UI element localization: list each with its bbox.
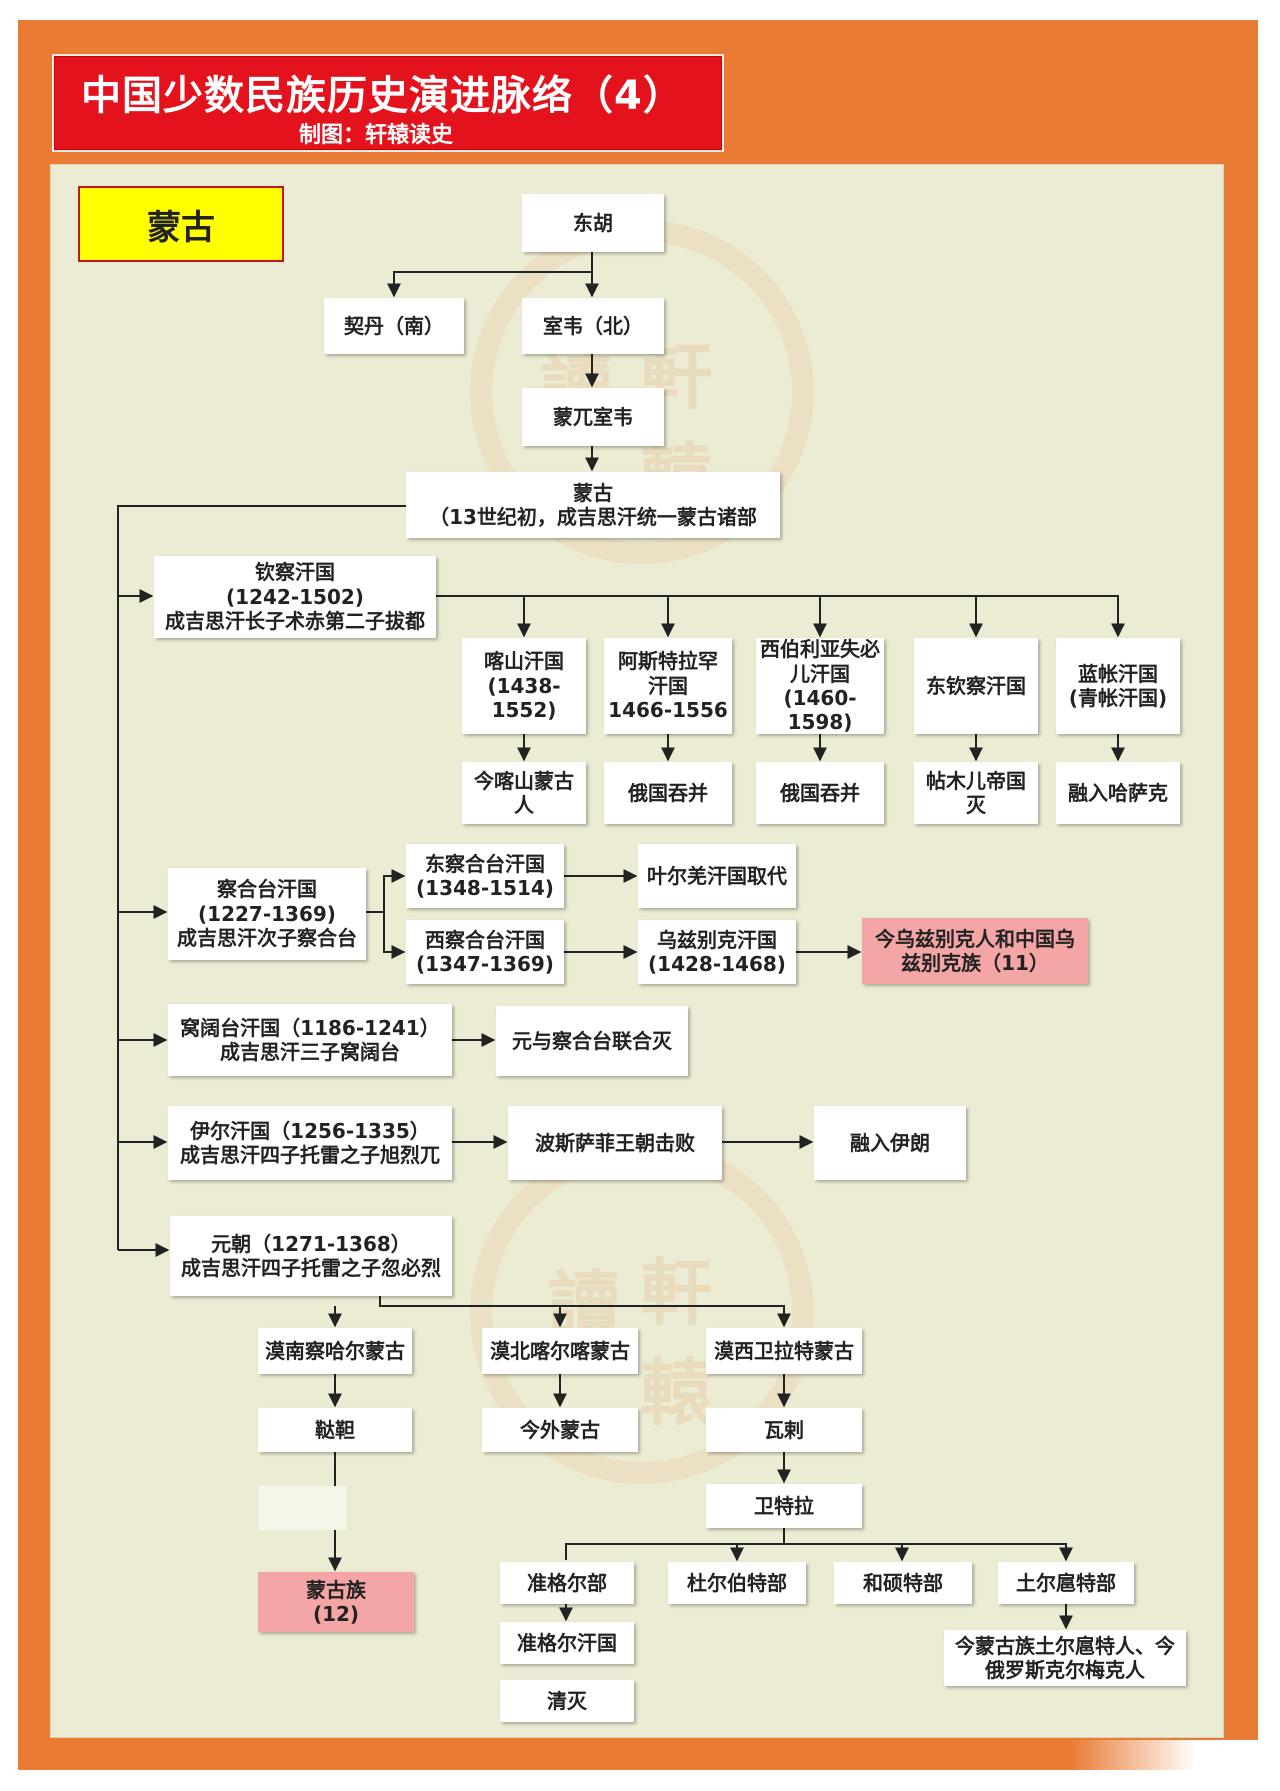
node-menggu: 蒙古 （13世纪初，成吉思汗统一蒙古诸部 [406,472,780,538]
node-yarkand-replaced: 叶尔羌汗国取代 [638,844,796,908]
node-qincha-khanate: 钦察汗国 (1242-1502) 成吉思汗长子术赤第二子拔都 [154,556,436,638]
node-merged-kazakh: 融入哈萨克 [1056,762,1180,824]
node-today-torghut-kalmyk: 今蒙古族土尔扈特人、今 俄罗斯克尔梅克人 [944,1630,1186,1686]
page-title: 中国少数民族历史演进脉络（4） [81,73,684,119]
node-qidan: 契丹（南） [324,298,464,354]
node-khoshut-tribe: 和硕特部 [834,1562,972,1604]
node-yuan-dynasty: 元朝（1271-1368） 成吉思汗四子托雷之子忽必烈 [170,1216,452,1296]
node-mengwu-shiwei: 蒙兀室韦 [522,388,664,446]
node-today-uzbek: 今乌兹别克人和中国乌 兹别克族（11） [862,918,1088,984]
node-chagatai-khanate: 察合台汗国 (1227-1369) 成吉思汗次子察合台 [168,868,366,960]
node-weila: 卫特拉 [706,1484,862,1528]
node-russia-annexed-1: 俄国吞并 [604,762,732,824]
node-shiwei: 室韦（北） [522,298,664,354]
node-wala: 瓦剌 [706,1408,862,1452]
node-oirat-mongols: 漠西卫拉特蒙古 [706,1328,862,1374]
node-kashan-khanate: 喀山汗国 (1438-1552) [462,638,586,734]
node-torghut-tribe: 土尔扈特部 [998,1562,1134,1604]
node-mongol-ethnic-group: 蒙古族 (12) [258,1572,414,1632]
node-ogedei-khanate: 窝阔台汗国（1186-1241） 成吉思汗三子窝阔台 [168,1004,452,1076]
watermark-char: 轅 [640,1350,713,1435]
node-russia-annexed-2: 俄国吞并 [756,762,884,824]
title-bar: 中国少数民族历史演进脉络（4） 制图：轩辕读史 [54,56,722,150]
node-yuan-chagatai-destroyed: 元与察合台联合灭 [496,1006,688,1076]
node-blank [258,1486,346,1530]
node-ilkhanate: 伊尔汗国（1256-1335） 成吉思汗四子托雷之子旭烈兀 [168,1106,452,1180]
author-credit: 制图：轩辕读史 [299,123,454,148]
node-today-kazan-mongols: 今喀山蒙古 人 [462,762,586,824]
node-donghu: 东胡 [522,194,664,252]
node-safavid-defeated: 波斯萨菲王朝击败 [508,1106,722,1180]
node-today-outer-mongolia: 今外蒙古 [482,1408,638,1452]
node-astrakhan-khanate: 阿斯特拉罕 汗国 1466-1556 [604,638,732,734]
node-dzungar-tribe: 准格尔部 [500,1562,634,1604]
node-merged-iran: 融入伊朗 [814,1106,966,1180]
watermark-char: 軒 [640,1250,713,1335]
node-tatar: 鞑靼 [258,1408,412,1452]
node-dorbet-tribe: 杜尔伯特部 [668,1562,806,1604]
node-siberia-khanate: 西伯利亚失必 儿汗国 (1460-1598) [756,637,884,734]
node-timurid-destroyed: 帖木儿帝国 灭 [914,762,1038,824]
bottom-right-fade [1070,1740,1280,1791]
node-blue-horde: 蓝帐汗国 (青帐汗国) [1056,638,1180,734]
section-tag: 蒙古 [78,186,284,262]
node-khalkha-mongols: 漠北喀尔喀蒙古 [482,1328,638,1374]
node-uzbek-khanate: 乌兹别克汗国 (1428-1468) [638,920,796,984]
node-west-chagatai: 西察合台汗国 (1347-1369) [406,920,564,984]
node-east-chagatai: 东察合台汗国 (1348-1514) [406,844,564,908]
node-east-qincha: 东钦察汗国 [914,638,1038,734]
node-dzungar-khanate: 准格尔汗国 [500,1622,634,1664]
node-chahar-mongols: 漠南察哈尔蒙古 [258,1328,412,1374]
node-qing-destroyed: 清灭 [500,1680,634,1722]
